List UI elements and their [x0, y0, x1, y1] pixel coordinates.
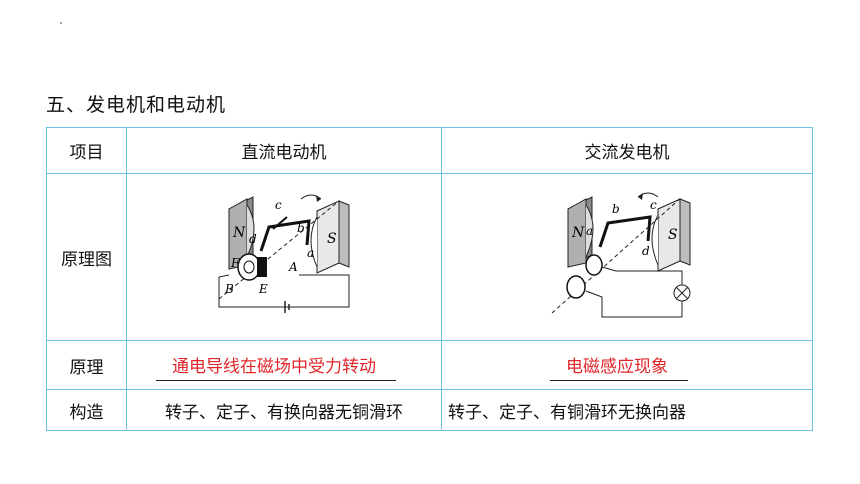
section-title: 五、发电机和电动机: [46, 94, 227, 116]
construction-row: 构造 转子、定子、有换向器无铜滑环 转子、定子、有铜滑环无换向器: [46, 389, 813, 431]
answer-underline: [550, 379, 688, 381]
dc-motor-principle-cell: 通电导线在磁场中受力转动: [126, 340, 442, 390]
label-f: F: [230, 256, 240, 270]
construction-row-label: 构造: [46, 389, 127, 431]
gen-label-d: d: [642, 244, 650, 258]
header-ac-generator: 交流发电机: [441, 127, 813, 174]
header-dc-motor: 直流电动机: [126, 127, 442, 174]
diagram-row: 原理图: [46, 173, 813, 341]
ac-generator-diagram: N S a b c d: [551, 192, 691, 318]
ac-generator-principle-cell: 电磁感应现象: [441, 340, 813, 390]
decorative-dot: [60, 22, 62, 24]
principle-row: 原理 通电导线在磁场中受力转动 电磁感应现象: [46, 340, 813, 390]
ac-generator-diagram-cell: N S a b c d: [441, 173, 813, 341]
label-b-upper: B: [224, 282, 234, 296]
ac-generator-construction: 转子、定子、有铜滑环无换向器: [441, 389, 813, 431]
label-s: S: [327, 231, 337, 247]
gen-label-a: a: [586, 224, 593, 238]
dc-motor-diagram-cell: N S c d b a F A B E: [126, 173, 442, 341]
comparison-table: 项目 直流电动机 交流发电机 原理图: [46, 127, 813, 431]
dc-motor-construction: 转子、定子、有换向器无铜滑环: [126, 389, 442, 431]
label-e: E: [258, 282, 268, 296]
gen-label-s: S: [668, 227, 678, 243]
gen-label-c: c: [650, 198, 657, 212]
label-n: N: [232, 225, 246, 241]
principle-row-label: 原理: [46, 340, 127, 390]
header-row: 项目 直流电动机 交流发电机: [46, 127, 813, 174]
diagram-row-label: 原理图: [46, 173, 127, 341]
ac-generator-principle-text: 电磁感应现象: [566, 356, 668, 377]
label-a-upper: A: [288, 260, 298, 274]
answer-underline: [156, 379, 396, 381]
dc-motor-principle-text: 通电导线在磁场中受力转动: [172, 356, 376, 377]
label-c: c: [275, 198, 282, 212]
dc-motor-diagram: N S c d b a F A B E: [218, 194, 350, 313]
ac-generator-principle-answer: 电磁感应现象: [550, 352, 688, 381]
label-b: b: [297, 221, 305, 235]
gen-label-b: b: [612, 202, 620, 216]
label-d: d: [249, 232, 257, 246]
dc-motor-principle-answer: 通电导线在磁场中受力转动: [156, 352, 396, 381]
header-item: 项目: [46, 127, 127, 174]
label-a: a: [307, 246, 314, 260]
gen-label-n: N: [571, 225, 585, 241]
